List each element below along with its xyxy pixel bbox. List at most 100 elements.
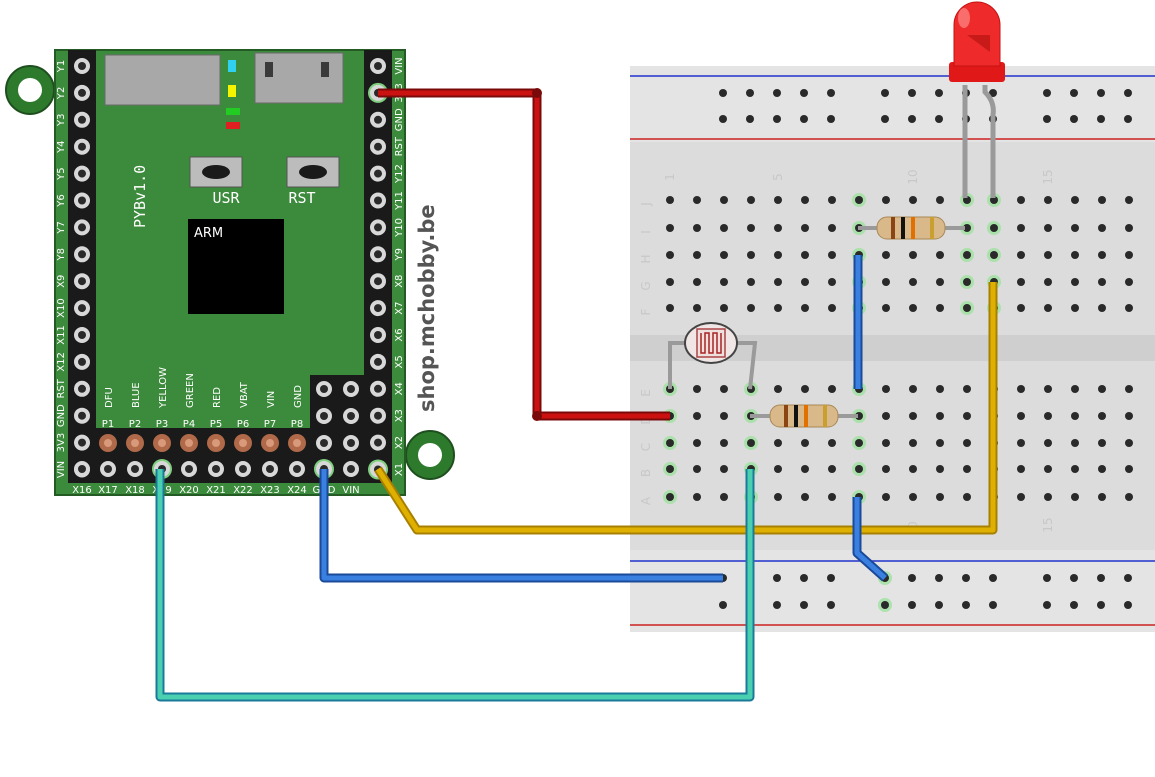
rail-hole[interactable] <box>773 89 781 97</box>
rail-hole[interactable] <box>881 89 889 97</box>
breadboard-hole[interactable] <box>1044 412 1052 420</box>
breadboard-hole[interactable] <box>882 493 890 501</box>
breadboard-hole[interactable] <box>882 439 890 447</box>
breadboard-hole[interactable] <box>963 412 971 420</box>
breadboard-hole[interactable] <box>747 224 755 232</box>
breadboard-hole[interactable] <box>855 439 863 447</box>
breadboard-hole[interactable] <box>693 385 701 393</box>
breadboard-hole[interactable] <box>828 278 836 286</box>
breadboard-hole[interactable] <box>882 304 890 312</box>
breadboard-hole[interactable] <box>1098 251 1106 259</box>
breadboard-hole[interactable] <box>720 196 728 204</box>
breadboard-hole[interactable] <box>720 385 728 393</box>
breadboard-hole[interactable] <box>909 493 917 501</box>
breadboard-hole[interactable] <box>1098 385 1106 393</box>
breadboard-hole[interactable] <box>963 493 971 501</box>
breadboard-hole[interactable] <box>693 196 701 204</box>
breadboard-hole[interactable] <box>693 412 701 420</box>
rail-hole[interactable] <box>1043 115 1051 123</box>
rail-hole[interactable] <box>908 574 916 582</box>
breadboard-hole[interactable] <box>1044 196 1052 204</box>
breadboard-hole[interactable] <box>747 439 755 447</box>
breadboard-hole[interactable] <box>1071 196 1079 204</box>
breadboard-hole[interactable] <box>990 251 998 259</box>
breadboard-hole[interactable] <box>909 385 917 393</box>
rail-hole[interactable] <box>1043 89 1051 97</box>
rail-hole[interactable] <box>935 574 943 582</box>
breadboard-hole[interactable] <box>720 304 728 312</box>
breadboard-hole[interactable] <box>1071 224 1079 232</box>
breadboard-hole[interactable] <box>828 439 836 447</box>
breadboard-hole[interactable] <box>1098 439 1106 447</box>
breadboard-hole[interactable] <box>801 278 809 286</box>
breadboard-hole[interactable] <box>882 385 890 393</box>
breadboard-hole[interactable] <box>693 493 701 501</box>
breadboard-hole[interactable] <box>720 251 728 259</box>
breadboard-hole[interactable] <box>774 439 782 447</box>
rail-hole[interactable] <box>773 115 781 123</box>
rail-hole[interactable] <box>719 115 727 123</box>
breadboard-hole[interactable] <box>828 385 836 393</box>
rail-hole[interactable] <box>962 601 970 609</box>
breadboard-hole[interactable] <box>1017 196 1025 204</box>
rail-hole[interactable] <box>1124 601 1132 609</box>
breadboard-hole[interactable] <box>855 465 863 473</box>
rail-hole[interactable] <box>908 89 916 97</box>
breadboard-hole[interactable] <box>666 278 674 286</box>
breadboard-hole[interactable] <box>693 439 701 447</box>
breadboard-hole[interactable] <box>1098 304 1106 312</box>
breadboard-hole[interactable] <box>855 196 863 204</box>
breadboard-hole[interactable] <box>1044 251 1052 259</box>
breadboard-hole[interactable] <box>1098 412 1106 420</box>
rail-hole[interactable] <box>1097 115 1105 123</box>
rail-hole[interactable] <box>1070 89 1078 97</box>
rail-hole[interactable] <box>989 574 997 582</box>
rail-hole[interactable] <box>746 89 754 97</box>
rail-hole[interactable] <box>827 601 835 609</box>
breadboard-hole[interactable] <box>1125 224 1133 232</box>
breadboard-hole[interactable] <box>801 251 809 259</box>
breadboard-hole[interactable] <box>774 224 782 232</box>
breadboard-hole[interactable] <box>693 224 701 232</box>
breadboard-hole[interactable] <box>1044 224 1052 232</box>
breadboard-hole[interactable] <box>1071 465 1079 473</box>
breadboard-hole[interactable] <box>936 385 944 393</box>
breadboard-hole[interactable] <box>774 196 782 204</box>
breadboard-hole[interactable] <box>990 224 998 232</box>
breadboard-hole[interactable] <box>774 385 782 393</box>
breadboard-hole[interactable] <box>801 439 809 447</box>
rail-hole[interactable] <box>1070 115 1078 123</box>
rail-hole[interactable] <box>935 115 943 123</box>
breadboard-hole[interactable] <box>693 278 701 286</box>
breadboard-hole[interactable] <box>801 196 809 204</box>
breadboard-hole[interactable] <box>720 465 728 473</box>
breadboard-hole[interactable] <box>828 224 836 232</box>
rail-hole[interactable] <box>800 115 808 123</box>
breadboard-hole[interactable] <box>720 493 728 501</box>
breadboard-hole[interactable] <box>1098 224 1106 232</box>
breadboard-hole[interactable] <box>828 251 836 259</box>
breadboard-hole[interactable] <box>774 251 782 259</box>
rail-hole[interactable] <box>827 89 835 97</box>
breadboard-hole[interactable] <box>747 278 755 286</box>
breadboard-hole[interactable] <box>747 304 755 312</box>
rail-hole[interactable] <box>800 89 808 97</box>
breadboard-hole[interactable] <box>1017 251 1025 259</box>
breadboard-hole[interactable] <box>1044 385 1052 393</box>
breadboard-hole[interactable] <box>1044 304 1052 312</box>
rail-hole[interactable] <box>935 89 943 97</box>
breadboard-hole[interactable] <box>666 196 674 204</box>
breadboard-hole[interactable] <box>1125 196 1133 204</box>
breadboard-hole[interactable] <box>909 412 917 420</box>
breadboard-hole[interactable] <box>801 493 809 501</box>
rail-hole[interactable] <box>881 601 889 609</box>
breadboard-hole[interactable] <box>1125 278 1133 286</box>
breadboard-hole[interactable] <box>666 465 674 473</box>
breadboard-hole[interactable] <box>1125 412 1133 420</box>
breadboard-hole[interactable] <box>1125 465 1133 473</box>
breadboard-hole[interactable] <box>936 465 944 473</box>
breadboard-hole[interactable] <box>963 465 971 473</box>
breadboard-hole[interactable] <box>936 493 944 501</box>
breadboard-hole[interactable] <box>1017 465 1025 473</box>
breadboard-hole[interactable] <box>1098 196 1106 204</box>
